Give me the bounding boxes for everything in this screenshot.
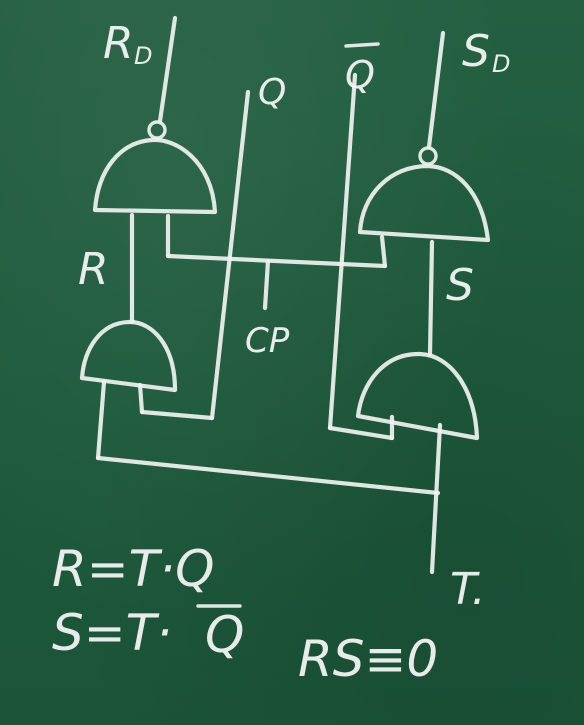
- qbar-label: Q: [345, 53, 375, 97]
- lower-left-and-gate: [79, 319, 178, 393]
- qbar-overline: [344, 42, 380, 48]
- r-equation: R=T·Q: [52, 540, 214, 598]
- s-equation-qbar: Q: [205, 606, 244, 664]
- rs-equation: RS≡0: [298, 630, 438, 688]
- sd-subscript: D: [492, 50, 510, 78]
- cp-label: CP: [245, 321, 290, 361]
- lower-right-and-gate: [355, 351, 480, 441]
- s-equation-prefix: S=T·: [52, 604, 172, 662]
- upper-right-nand-gate: [357, 30, 491, 243]
- signal-labels: R D Q Q S D R S CP T.: [78, 18, 510, 615]
- sd-label: S: [462, 26, 490, 77]
- q-label: Q: [258, 72, 286, 113]
- r-label: R: [78, 244, 109, 295]
- t-label: T.: [450, 564, 486, 615]
- upper-left-nand-gate: [92, 15, 218, 215]
- rd-subscript: D: [134, 42, 152, 70]
- wires: [95, 72, 443, 575]
- s-label: S: [446, 260, 474, 311]
- rd-label: R: [103, 18, 134, 69]
- equations: R=T·Q S=T· Q RS≡0: [52, 540, 438, 688]
